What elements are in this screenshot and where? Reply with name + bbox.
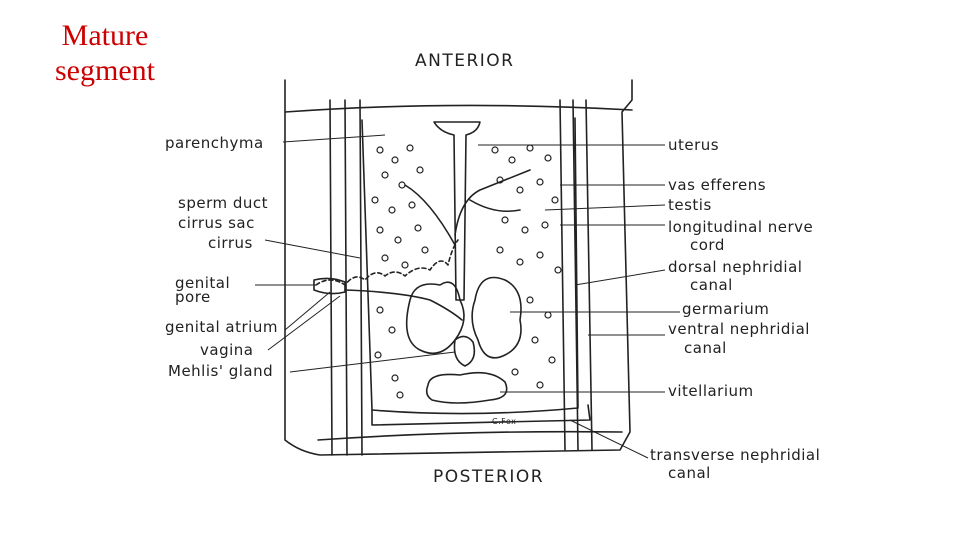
slide-title: Mature segment	[30, 18, 180, 88]
label-genital-atrium: genital atrium	[165, 318, 278, 336]
label-parenchyma: parenchyma	[165, 134, 264, 152]
label-longitudinal-nerve-2: cord	[690, 236, 725, 254]
label-ventral-canal-2: canal	[684, 339, 727, 357]
label-uterus: uterus	[668, 136, 719, 154]
signature: C.Fox	[492, 417, 516, 426]
mehlis-gland-shape	[453, 335, 476, 367]
slide-title-line1: Mature	[61, 19, 149, 52]
leader-lines	[255, 134, 680, 459]
label-transverse-canal-2: canal	[668, 464, 711, 482]
testes-dots	[371, 144, 562, 399]
label-genital-pore-2: pore	[175, 288, 211, 306]
cirrus-sac	[313, 277, 346, 295]
label-testis: testis	[668, 196, 712, 214]
label-dorsal-canal-1: dorsal nephridial	[668, 258, 802, 276]
left-dorsal-canal	[344, 99, 348, 456]
uterus	[433, 121, 481, 301]
label-genital-pore-1: genital	[175, 274, 230, 292]
vas-efferens	[404, 169, 531, 246]
label-sperm-duct: sperm duct	[178, 194, 268, 212]
label-germarium: germarium	[682, 300, 769, 318]
germarium-lobe-left	[405, 281, 465, 355]
label-vitellarium: vitellarium	[668, 382, 754, 400]
label-ventral-canal-1: ventral nephridial	[668, 320, 810, 338]
vitellarium-shape	[425, 371, 508, 404]
label-cirrus: cirrus	[208, 234, 253, 252]
label-vas-efferens: vas efferens	[668, 176, 766, 194]
label-mehlis-gland: Mehlis' gland	[168, 362, 273, 380]
label-transverse-canal-1: transverse nephridial	[650, 446, 820, 464]
posterior-caption: POSTERIOR	[433, 467, 544, 487]
slide-title-line2: segment	[55, 54, 155, 87]
label-cirrus-sac: cirrus sac	[178, 214, 255, 232]
label-dorsal-canal-2: canal	[690, 276, 733, 294]
germarium-lobe-right	[471, 276, 522, 359]
segment-outline	[284, 79, 633, 456]
right-nerve-cord	[559, 99, 566, 451]
label-vagina: vagina	[200, 341, 253, 359]
label-longitudinal-nerve-1: longitudinal nerve	[668, 218, 813, 236]
left-nerve-cord	[329, 99, 333, 456]
anterior-caption: ANTERIOR	[415, 51, 515, 71]
sperm-duct-coil	[315, 239, 459, 286]
transverse-nephridial-canal	[371, 404, 591, 426]
right-ventral-canal	[585, 99, 593, 451]
